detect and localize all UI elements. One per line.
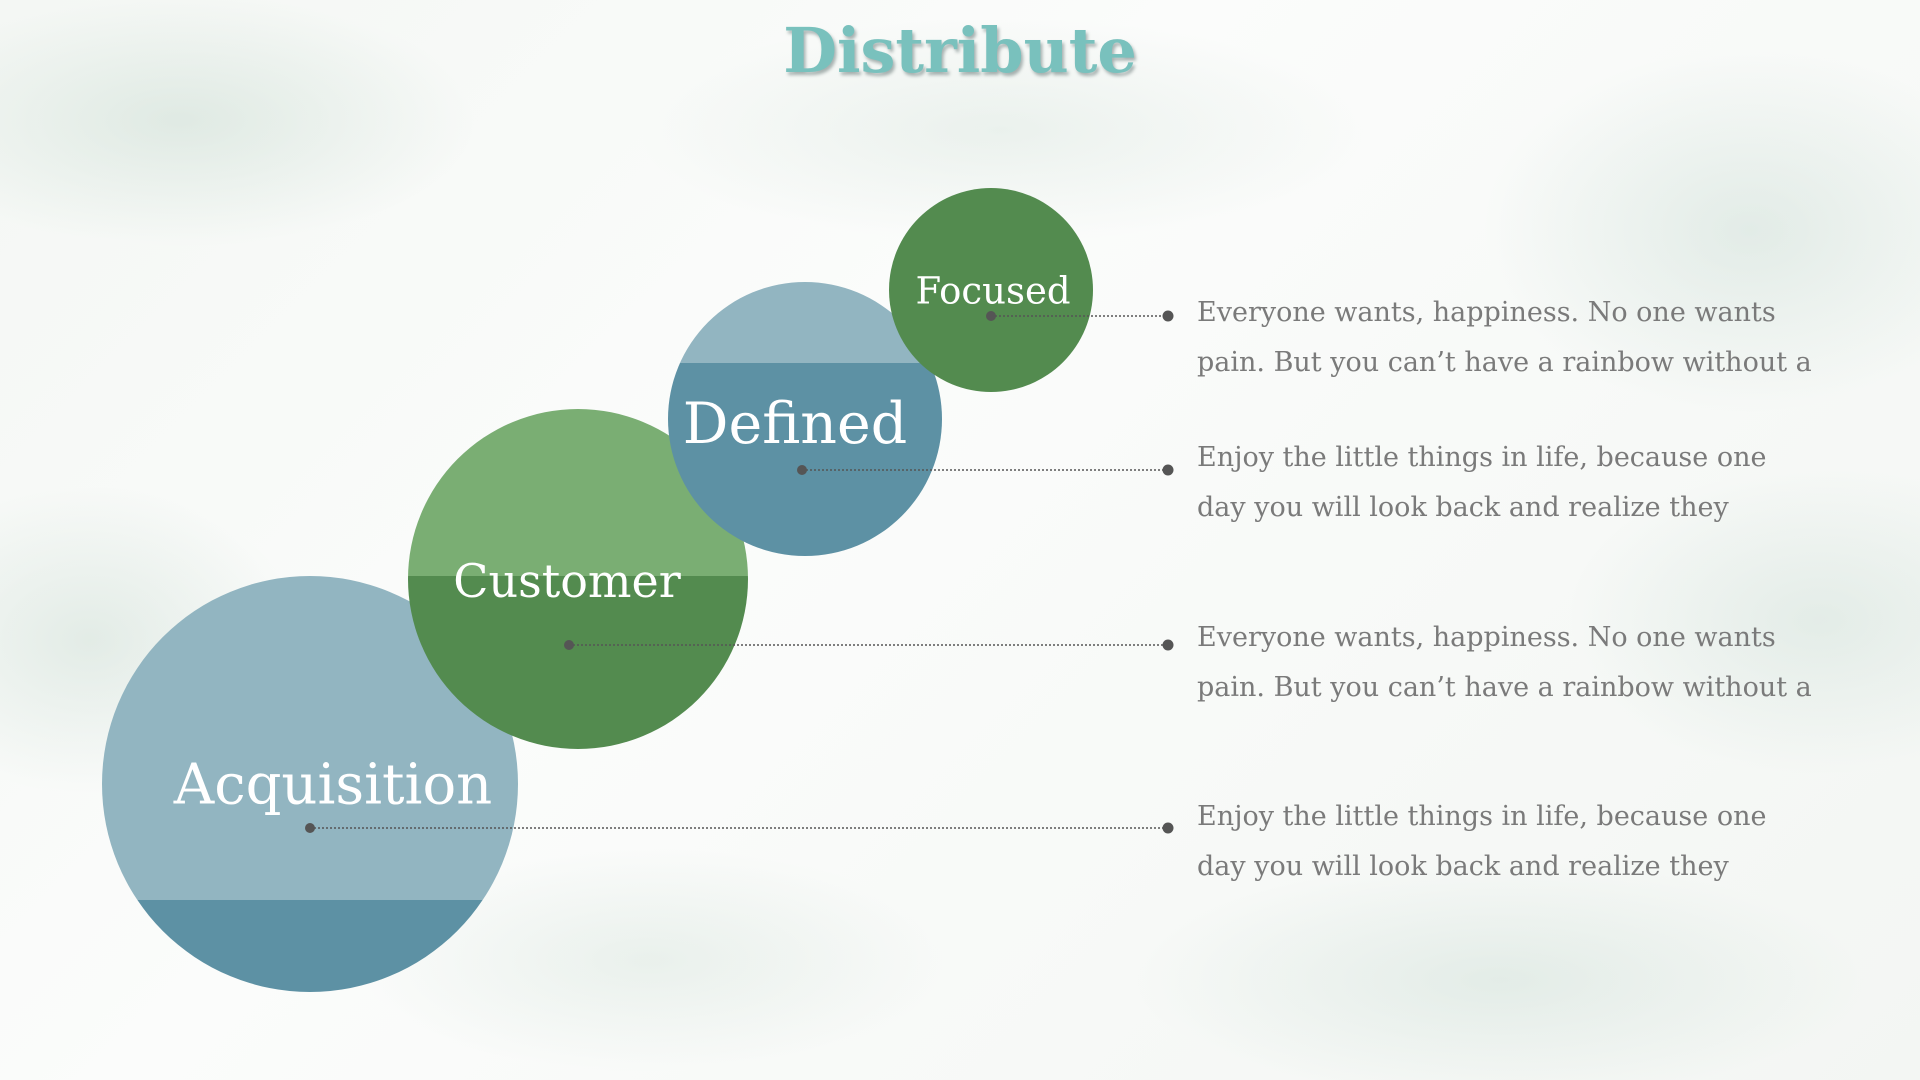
description-4-line-1: Enjoy the little things in life, because…: [1197, 801, 1767, 832]
description-3-line-2: pain. But you can’t have a rainbow witho…: [1197, 672, 1812, 703]
slide-title: Distribute: [783, 14, 1137, 87]
connector-acquisition: [305, 822, 1174, 834]
stage-label-customer: Customer: [453, 554, 681, 608]
stage-label-acquisition: Acquisition: [173, 752, 493, 818]
description-1-line-1: Everyone wants, happiness. No one wants: [1197, 297, 1776, 328]
connector-focused: [986, 310, 1174, 322]
connector-defined: [797, 464, 1174, 476]
stage-label-focused: Focused: [915, 269, 1071, 313]
description-2-line-1: Enjoy the little things in life, because…: [1197, 442, 1767, 473]
stage-label-defined: Defined: [682, 391, 908, 457]
description-4-line-2: day you will look back and realize they: [1197, 851, 1729, 882]
description-2: Enjoy the little things in life, because…: [1197, 433, 1837, 533]
description-3: Everyone wants, happiness. No one wants …: [1197, 613, 1837, 713]
description-1: Everyone wants, happiness. No one wants …: [1197, 288, 1837, 388]
focused-circle: [889, 188, 1093, 392]
connector-customer: [564, 639, 1174, 651]
description-3-line-1: Everyone wants, happiness. No one wants: [1197, 622, 1776, 653]
description-2-line-2: day you will look back and realize they: [1197, 492, 1729, 523]
customer-circle: [408, 409, 748, 749]
description-1-line-2: pain. But you can’t have a rainbow witho…: [1197, 347, 1812, 378]
description-4: Enjoy the little things in life, because…: [1197, 792, 1837, 892]
